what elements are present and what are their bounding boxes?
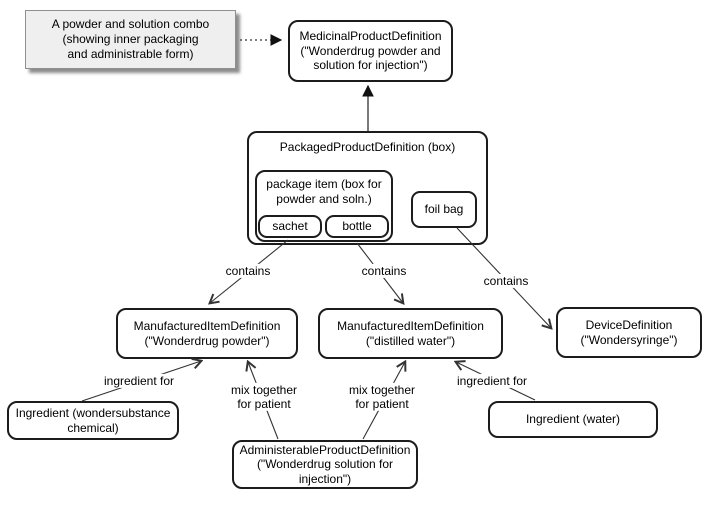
edge-label-mix-together-left: mix together for patient xyxy=(228,382,300,412)
node-device-definition: DeviceDefinition ("Wondersyringe") xyxy=(556,307,702,358)
node-bottle: bottle xyxy=(325,215,389,238)
edge-label-contains-2: contains xyxy=(359,263,409,279)
node-manufactured-item-water: ManufacturedItemDefinition ("distilled w… xyxy=(318,308,503,359)
edge-label-mix-together-right: mix together for patient xyxy=(346,382,418,412)
edge-label-ingredient-for-right: ingredient for xyxy=(454,373,530,389)
annotation-note: A powder and solution combo (showing inn… xyxy=(25,10,236,69)
edge-label-ingredient-for-left: ingredient for xyxy=(101,373,177,389)
node-ingredient-chemical: Ingredient (wondersubstance chemical) xyxy=(7,401,179,440)
node-administerable-product-definition: AdministerableProductDefinition ("Wonder… xyxy=(232,440,418,489)
node-foil-bag: foil bag xyxy=(411,191,477,228)
node-sachet: sachet xyxy=(258,215,322,238)
node-medicinal-product-definition: MedicinalProductDefinition ("Wonderdrug … xyxy=(288,20,453,82)
edge-label-contains-1: contains xyxy=(223,263,273,279)
node-manufactured-item-powder: ManufacturedItemDefinition ("Wonderdrug … xyxy=(116,308,298,359)
node-ingredient-water: Ingredient (water) xyxy=(488,401,658,438)
edge-label-contains-3: contains xyxy=(481,273,531,289)
